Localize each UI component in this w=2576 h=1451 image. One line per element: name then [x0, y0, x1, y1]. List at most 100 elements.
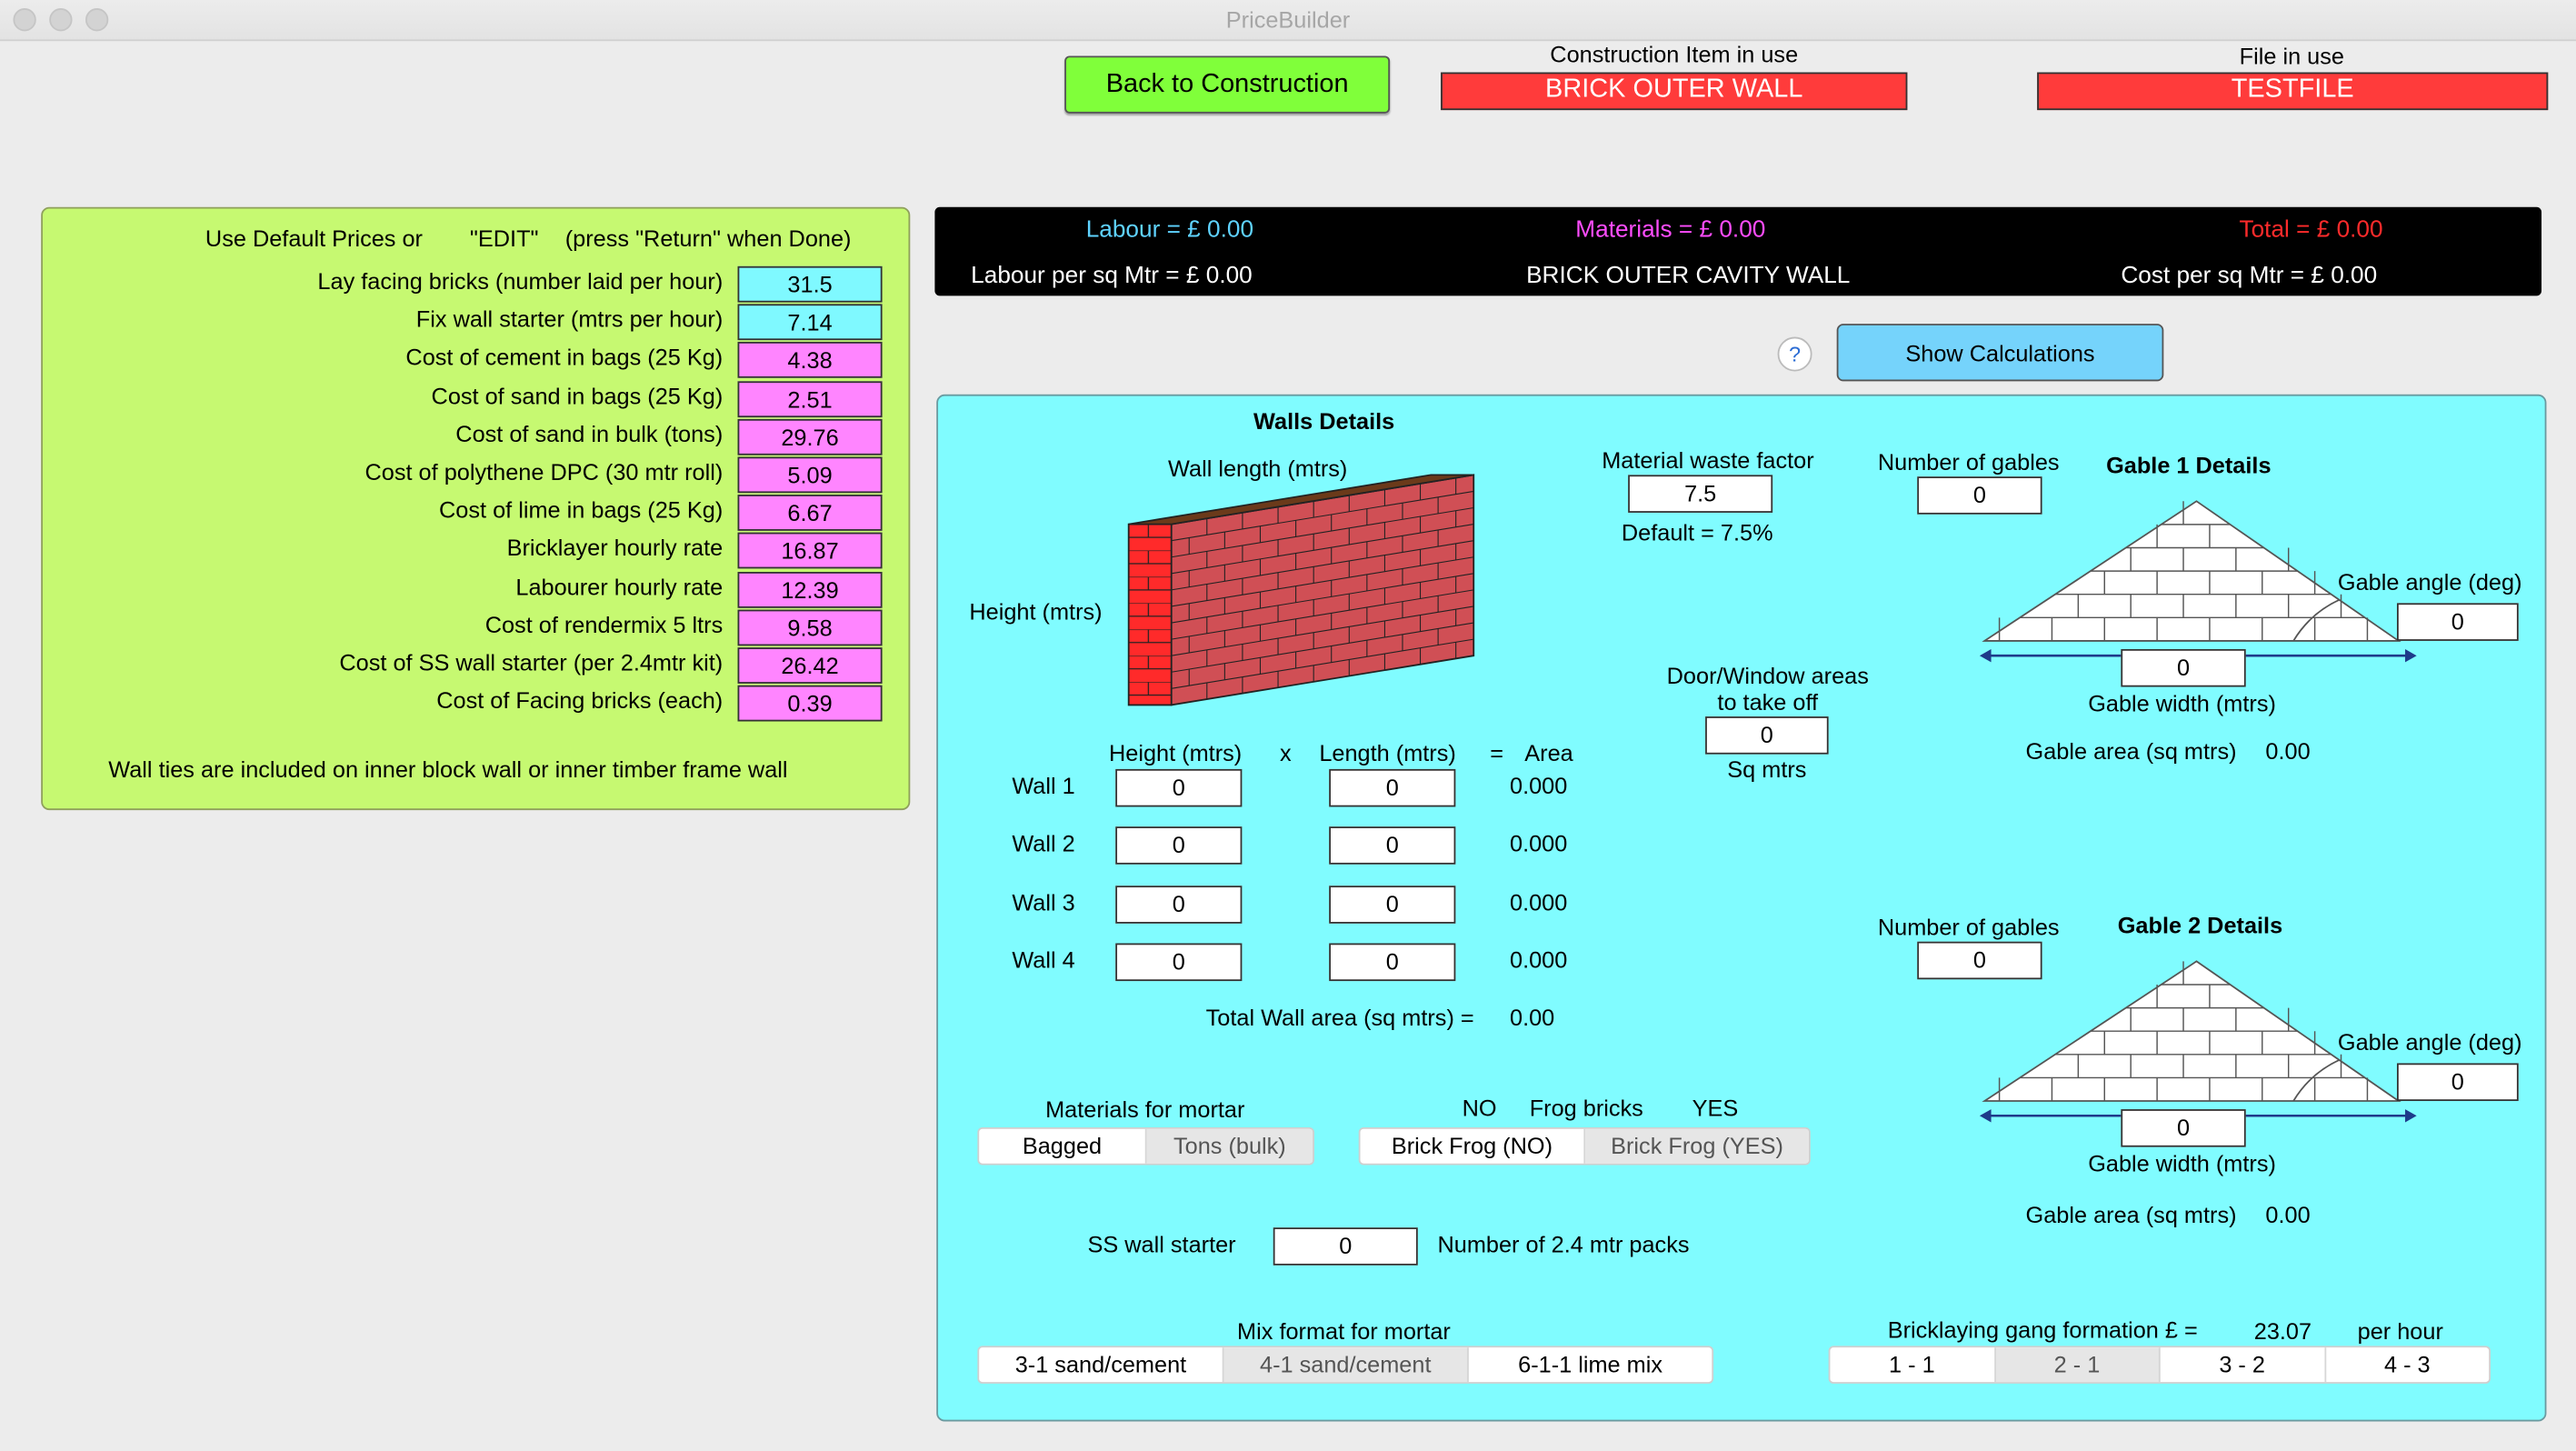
mix-option-3-1[interactable]: 3-1 sand/cement [979, 1347, 1224, 1383]
construction-item-label: Construction Item in use [1550, 41, 1799, 68]
price-input[interactable]: 9.58 [737, 609, 883, 645]
wall-row-label: Wall 3 [1012, 888, 1075, 916]
door-window-label-2: to take off [1717, 688, 1819, 715]
labour-total: Labour = £ 0.00 [1085, 216, 1254, 244]
frog-no-label: NO [1462, 1094, 1497, 1121]
gang-option-3-2[interactable]: 3 - 2 [2161, 1347, 2326, 1383]
cost-per-sqm: Cost per sq Mtr = £ 0.00 [2121, 263, 2378, 290]
gang-option-2-1[interactable]: 2 - 1 [1995, 1347, 2161, 1383]
price-label: Cost of SS wall starter (per 2.4mtr kit) [339, 648, 724, 675]
gable1-width-label: Gable width (mtrs) [2088, 690, 2276, 717]
brick-wall-illustration [1127, 474, 1475, 706]
gable1-count-input[interactable]: 0 [1917, 476, 2042, 515]
wall-height-label: Height (mtrs) [969, 597, 1103, 625]
show-calculations-button[interactable]: Show Calculations [1836, 324, 2164, 382]
wall-length-input[interactable]: 0 [1329, 943, 1456, 981]
construction-item-value: BRICK OUTER WALL [1441, 72, 1908, 111]
price-input[interactable]: 29.76 [737, 418, 883, 455]
door-window-unit: Sq mtrs [1727, 756, 1807, 783]
gable2-angle-input[interactable]: 0 [2396, 1063, 2519, 1102]
wall-length-input[interactable]: 0 [1329, 885, 1456, 924]
wall-row-label: Wall 4 [1012, 946, 1075, 973]
return-hint-text: (press "Return" when Done) [564, 225, 852, 252]
summary-bar: Labour = £ 0.00 Materials = £ 0.00 Total… [934, 206, 2542, 296]
price-input[interactable]: 5.09 [737, 456, 883, 494]
mix-format-segmented: 3-1 sand/cement 4-1 sand/cement 6-1-1 li… [977, 1346, 1714, 1384]
price-input[interactable]: 4.38 [737, 342, 883, 379]
mortar-option-bulk[interactable]: Tons (bulk) [1146, 1128, 1313, 1164]
file-in-use-label: File in use [2239, 42, 2344, 69]
price-input[interactable]: 12.39 [737, 571, 883, 608]
gable1-angle-label: Gable angle (deg) [2337, 568, 2522, 595]
wall-length-input[interactable]: 0 [1329, 768, 1456, 807]
title-bar: PriceBuilder [0, 0, 2576, 42]
door-window-area-input[interactable]: 0 [1705, 716, 1829, 755]
frog-bricks-label: Frog bricks [1529, 1094, 1643, 1121]
labour-per-sqm: Labour per sq Mtr = £ 0.00 [971, 263, 1253, 290]
gable2-width-input[interactable]: 0 [2121, 1109, 2246, 1147]
mix-option-4-1[interactable]: 4-1 sand/cement [1223, 1347, 1469, 1383]
door-window-label: Door/Window areas [1666, 662, 1869, 689]
price-input[interactable]: 26.42 [737, 647, 883, 684]
ss-wall-starter-input[interactable]: 0 [1273, 1227, 1418, 1266]
price-label: Cost of sand in bulk (tons) [455, 420, 724, 447]
price-label: Cost of cement in bags (25 Kg) [405, 344, 724, 371]
gang-formation-value: 23.07 [2253, 1317, 2312, 1345]
price-label: Labourer hourly rate [515, 573, 724, 600]
mortar-option-bagged[interactable]: Bagged [979, 1128, 1147, 1164]
ss-wall-starter-unit: Number of 2.4 mtr packs [1437, 1230, 1690, 1257]
price-input[interactable]: 2.51 [737, 380, 883, 417]
gable2-title: Gable 2 Details [2117, 912, 2283, 939]
gable1-illustration [1982, 500, 2401, 642]
mix-format-label: Mix format for mortar [1237, 1317, 1451, 1345]
gable2-count-label: Number of gables [1877, 913, 2060, 940]
mix-option-6-1-1[interactable]: 6-1-1 lime mix [1518, 1350, 1663, 1377]
wall-length-label: Wall length (mtrs) [1168, 455, 1348, 482]
close-window-button[interactable] [13, 8, 36, 32]
gang-formation-label: Bricklaying gang formation £ = [1887, 1316, 2198, 1343]
gable2-area-label: Gable area (sq mtrs) [2025, 1201, 2237, 1228]
gable2-angle-label: Gable angle (deg) [2337, 1028, 2522, 1056]
frog-option-yes[interactable]: Brick Frog (YES) [1585, 1128, 1809, 1164]
price-input[interactable]: 0.39 [737, 685, 883, 722]
price-input[interactable]: 31.5 [737, 265, 883, 303]
waste-factor-input[interactable]: 7.5 [1628, 475, 1773, 513]
zoom-window-button[interactable] [85, 8, 109, 32]
help-button[interactable]: ? [1777, 336, 1812, 372]
gable1-angle-input[interactable]: 0 [2396, 603, 2519, 641]
window-title: PriceBuilder [1225, 6, 1351, 34]
gang-option-1-1[interactable]: 1 - 1 [1830, 1347, 1996, 1383]
price-input[interactable]: 6.67 [737, 495, 883, 532]
frog-option-no[interactable]: Brick Frog (NO) [1361, 1128, 1586, 1164]
gable1-width-input[interactable]: 0 [2121, 648, 2246, 687]
col-length-header: Length (mtrs) [1319, 739, 1456, 766]
wall-height-input[interactable]: 0 [1115, 885, 1243, 924]
mortar-materials-segmented: Bagged Tons (bulk) [977, 1126, 1314, 1166]
file-in-use-value: TESTFILE [2037, 72, 2549, 111]
wall-details-panel: Walls Details Wall length (mtrs) Height … [936, 394, 2547, 1422]
wall-height-input[interactable]: 0 [1115, 826, 1243, 866]
wall-length-input[interactable]: 0 [1329, 826, 1456, 866]
gable2-area-value: 0.00 [2265, 1201, 2311, 1228]
col-x-header: x [1279, 739, 1292, 766]
wall-area-value: 0.000 [1510, 888, 1568, 916]
minimize-window-button[interactable] [49, 8, 73, 32]
gable1-area-value: 0.00 [2265, 737, 2311, 765]
gang-option-4-3[interactable]: 4 - 3 [2383, 1350, 2431, 1377]
construction-title: BRICK OUTER CAVITY WALL [1526, 263, 1851, 290]
wall-height-input[interactable]: 0 [1115, 768, 1243, 807]
price-label: Fix wall starter (mtrs per hour) [415, 305, 724, 333]
total-wall-area-label: Total Wall area (sq mtrs) = [1205, 1004, 1474, 1031]
gang-formation-unit: per hour [2357, 1317, 2443, 1345]
frog-bricks-segmented: Brick Frog (NO) Brick Frog (YES) [1358, 1126, 1811, 1166]
wall-row-label: Wall 1 [1012, 772, 1075, 799]
gable2-count-input[interactable]: 0 [1917, 941, 2042, 980]
price-input[interactable]: 16.87 [737, 533, 883, 570]
gable2-illustration [1982, 960, 2401, 1102]
price-input[interactable]: 7.14 [737, 304, 883, 341]
wall-height-input[interactable]: 0 [1115, 943, 1243, 981]
edit-text: "EDIT" [469, 225, 539, 252]
back-to-construction-button[interactable]: Back to Construction [1064, 55, 1391, 114]
price-label: Cost of rendermix 5 ltrs [484, 611, 724, 637]
